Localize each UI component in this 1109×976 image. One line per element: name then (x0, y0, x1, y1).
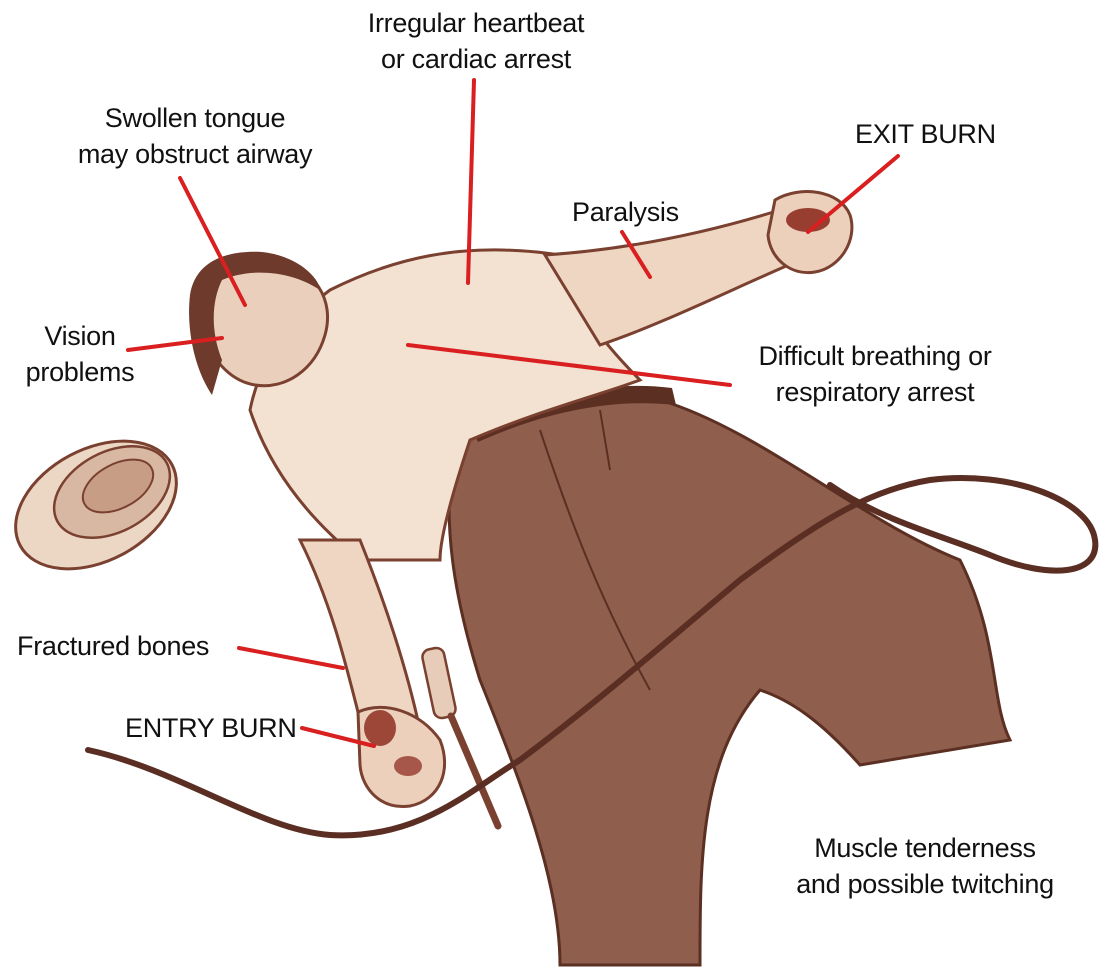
label-vision: Vision problems (10, 318, 150, 390)
label-heartbeat-line1: Irregular heartbeat (336, 5, 616, 41)
label-fractured: Fractured bones (17, 628, 209, 664)
label-muscle: Muscle tenderness and possible twitching (770, 830, 1080, 902)
label-exit-burn-line1: EXIT BURN (855, 116, 996, 152)
leader-line-fractured (239, 648, 343, 668)
label-tongue-line2: may obstruct airway (55, 136, 335, 172)
label-paralysis-line1: Paralysis (572, 194, 679, 230)
label-vision-line2: problems (10, 354, 150, 390)
label-muscle-line1: Muscle tenderness (770, 830, 1080, 866)
label-paralysis: Paralysis (572, 194, 679, 230)
label-breathing-line1: Difficult breathing or (725, 338, 1025, 374)
label-fractured-line1: Fractured bones (17, 628, 209, 664)
label-tongue: Swollen tongue may obstruct airway (55, 100, 335, 172)
label-vision-line1: Vision (10, 318, 150, 354)
label-tongue-line1: Swollen tongue (55, 100, 335, 136)
label-exit-burn: EXIT BURN (855, 116, 996, 152)
label-breathing: Difficult breathing or respiratory arres… (725, 338, 1025, 410)
label-breathing-line2: respiratory arrest (725, 374, 1025, 410)
label-entry-burn: ENTRY BURN (125, 710, 297, 746)
label-muscle-line2: and possible twitching (770, 866, 1080, 902)
label-heartbeat: Irregular heartbeat or cardiac arrest (336, 5, 616, 77)
hard-hat-illustration (0, 415, 198, 595)
label-heartbeat-line2: or cardiac arrest (336, 41, 616, 77)
label-entry-burn-line1: ENTRY BURN (125, 710, 297, 746)
